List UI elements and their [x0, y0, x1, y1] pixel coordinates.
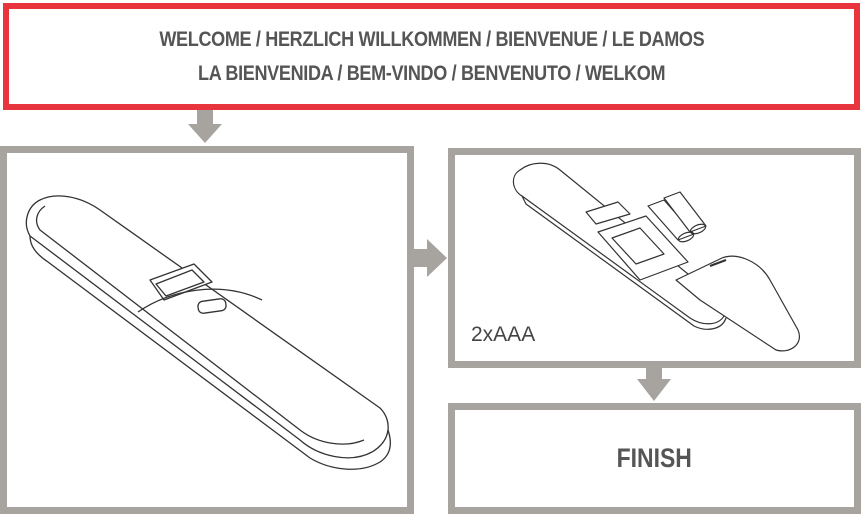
finish-label: FINISH: [616, 443, 693, 473]
welcome-banner: WELCOME / HERZLICH WILLKOMMEN / BIENVENU…: [3, 3, 860, 110]
remote-battery-icon: [512, 162, 800, 352]
battery-label: 2xAAA: [471, 323, 536, 346]
welcome-line-1: WELCOME / HERZLICH WILLKOMMEN / BIENVENU…: [159, 27, 704, 51]
arrow-right-icon: [413, 239, 447, 277]
arrow-down-icon-2: [637, 367, 671, 401]
step3-finish-panel: FINISH: [448, 403, 861, 514]
aaa-battery-icon: [647, 191, 707, 243]
remote-control-icon: [25, 195, 392, 470]
welcome-line-2: LA BIENVENIDA / BEM-VINDO / BENVENUTO / …: [197, 61, 666, 85]
arrow-down-icon: [188, 110, 222, 143]
